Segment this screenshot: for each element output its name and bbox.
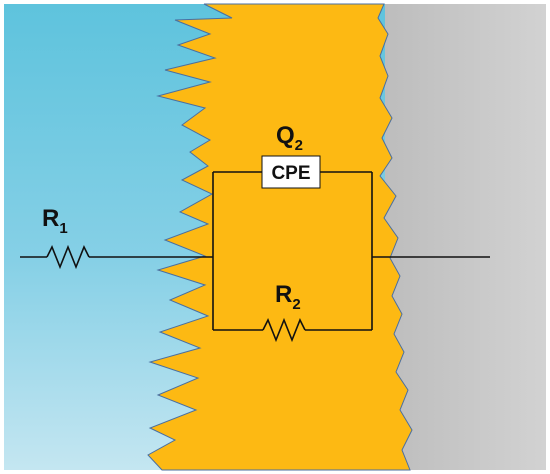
metal-substrate-region (385, 4, 546, 470)
resistor-r1-icon (46, 244, 90, 270)
circuit (20, 171, 490, 343)
cpe-element-icon (261, 155, 321, 189)
r1-label: R1 (42, 205, 68, 237)
q2-label: Q2 (276, 122, 303, 154)
r2-label: R2 (275, 281, 301, 313)
coating-layer (147, 3, 413, 471)
resistor-r2-icon (262, 317, 306, 343)
cpe-label: CPE (271, 163, 310, 184)
